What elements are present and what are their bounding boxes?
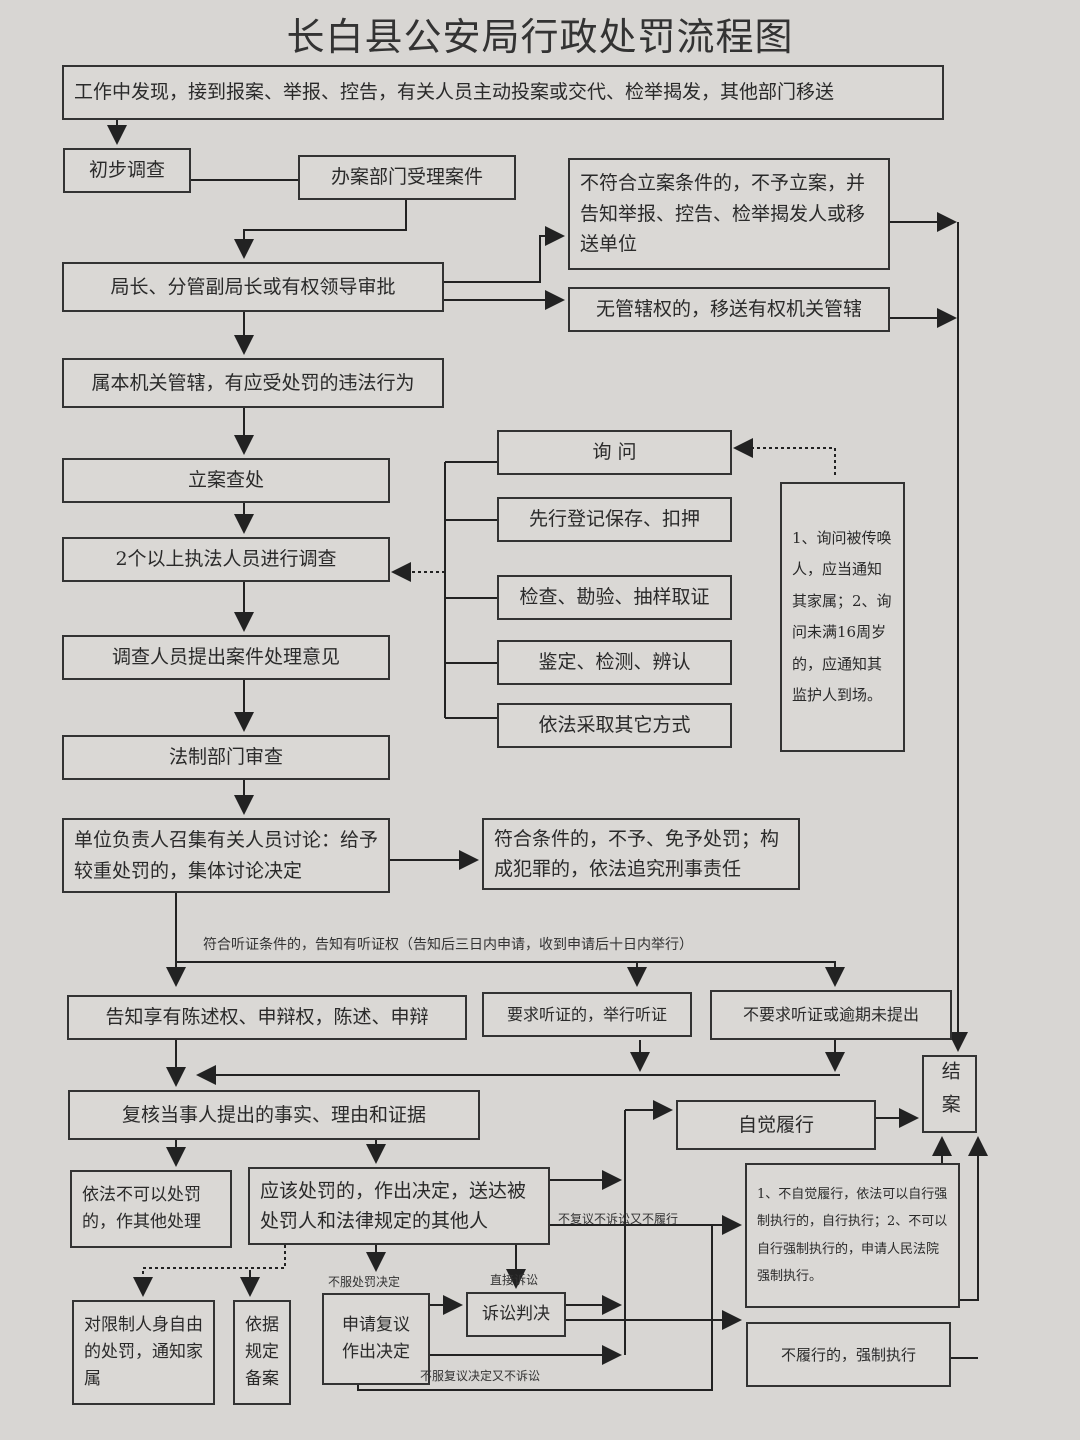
investigate-box: 2个以上执法人员进行调查 — [62, 537, 390, 582]
method-seizure-box: 先行登记保存、扣押 — [497, 497, 732, 542]
dispute-decision-label: 不服处罚决定 — [328, 1275, 401, 1289]
legal-review-box: 法制部门审查 — [62, 735, 390, 780]
file-record-box: 依据规定备案 — [233, 1300, 291, 1405]
opinion-box: 调查人员提出案件处理意见 — [62, 635, 390, 680]
no-penalty-box: 符合条件的，不予、免予处罚；构成犯罪的，依法追究刑事责任 — [482, 818, 800, 890]
method-other-box: 依法采取其它方式 — [497, 703, 732, 748]
force-execution-box: 不履行的，强制执行 — [746, 1322, 951, 1387]
enforcement-note-box: 1、不自觉履行，依法可以自行强制执行的，自行执行；2、不可以自行强制执行的，申请… — [745, 1163, 960, 1308]
no-jurisdiction-box: 无管辖权的，移送有权机关管辖 — [568, 287, 890, 332]
close-case-box: 结案 — [922, 1055, 977, 1133]
not-filed-box: 不符合立案条件的，不予立案，并告知举报、控告、检举揭发人或移送单位 — [568, 158, 890, 270]
notify-family-box: 对限制人身自由的处罚，通知家属 — [72, 1300, 215, 1405]
case-source-box: 工作中发现，接到报案、举报、控告，有关人员主动投案或交代、检举揭发，其他部门移送 — [62, 65, 944, 120]
litigation-box: 诉讼判决 — [466, 1292, 566, 1337]
interrogation-note-box: 1、询问被传唤人，应当通知其家属；2、询问未满16周岁的，应通知其监护人到场。 — [780, 482, 905, 752]
discussion-box: 单位负责人召集有关人员讨论：给予较重处罚的，集体讨论决定 — [62, 818, 390, 893]
decision-box: 应该处罚的，作出决定，送达被处罚人和法律规定的其他人 — [248, 1167, 550, 1245]
hearing-label: 符合听证条件的，告知有听证权（告知后三日内申请，收到申请后十日内举行） — [203, 937, 693, 953]
approval-box: 局长、分管副局长或有权领导审批 — [62, 262, 444, 312]
accept-case-box: 办案部门受理案件 — [298, 155, 516, 200]
voluntary-box: 自觉履行 — [676, 1100, 876, 1150]
direct-suit-label: 直接诉讼 — [490, 1273, 539, 1287]
file-case-box: 立案查处 — [62, 458, 390, 503]
page-title: 长白县公安局行政处罚流程图 — [286, 15, 794, 59]
dispute-review-label: 不服复议决定又不诉讼 — [420, 1369, 541, 1383]
method-inspection-box: 检查、勘验、抽样取证 — [497, 575, 732, 620]
preliminary-investigation-box: 初步调查 — [63, 148, 191, 193]
no-action-label: 不复议不诉讼又不履行 — [558, 1212, 679, 1226]
method-interrogation-box: 询 问 — [497, 430, 732, 475]
hold-hearing-box: 要求听证的，举行听证 — [482, 992, 692, 1037]
no-hearing-box: 不要求听证或逾期未提出 — [710, 990, 952, 1040]
jurisdiction-box: 属本机关管辖，有应受处罚的违法行为 — [62, 358, 444, 408]
no-punish-box: 依法不可以处罚的，作其他处理 — [70, 1170, 232, 1248]
inform-rights-box: 告知享有陈述权、申辩权，陈述、申辩 — [67, 995, 467, 1040]
review-box: 复核当事人提出的事实、理由和证据 — [68, 1090, 480, 1140]
method-appraisal-box: 鉴定、检测、辨认 — [497, 640, 732, 685]
apply-review-box: 申请复议作出决定 — [322, 1293, 430, 1385]
